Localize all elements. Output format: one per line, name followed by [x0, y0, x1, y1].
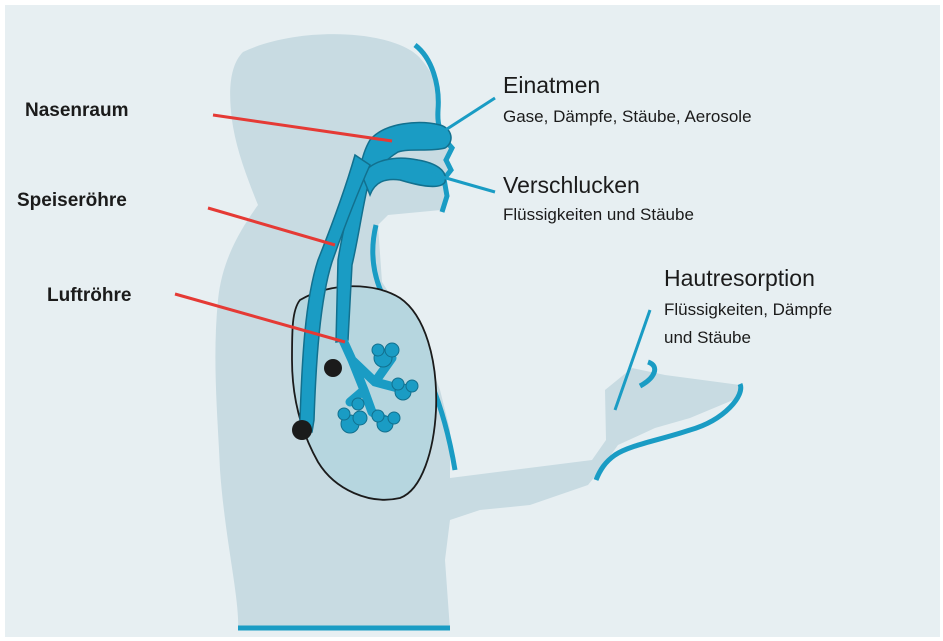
route-hautresorption-detail-line2: und Stäube: [664, 328, 751, 348]
route-verschlucken-title: Verschlucken: [503, 172, 640, 200]
route-einatmen-detail: Gase, Dämpfe, Stäube, Aerosole: [503, 107, 752, 127]
route-verschlucken-detail: Flüssigkeiten und Stäube: [503, 205, 694, 225]
label-speiseroehre: Speiseröhre: [17, 190, 127, 213]
esophagus-end: [292, 420, 312, 440]
label-luftroehre: Luftröhre: [47, 285, 131, 308]
label-nasenraum: Nasenraum: [25, 100, 129, 123]
route-einatmen-title: Einatmen: [503, 72, 600, 100]
trachea-end: [324, 359, 342, 377]
route-hautresorption-title: Hautresorption: [664, 265, 815, 293]
route-hautresorption-detail-line1: Flüssigkeiten, Dämpfe: [664, 300, 832, 320]
